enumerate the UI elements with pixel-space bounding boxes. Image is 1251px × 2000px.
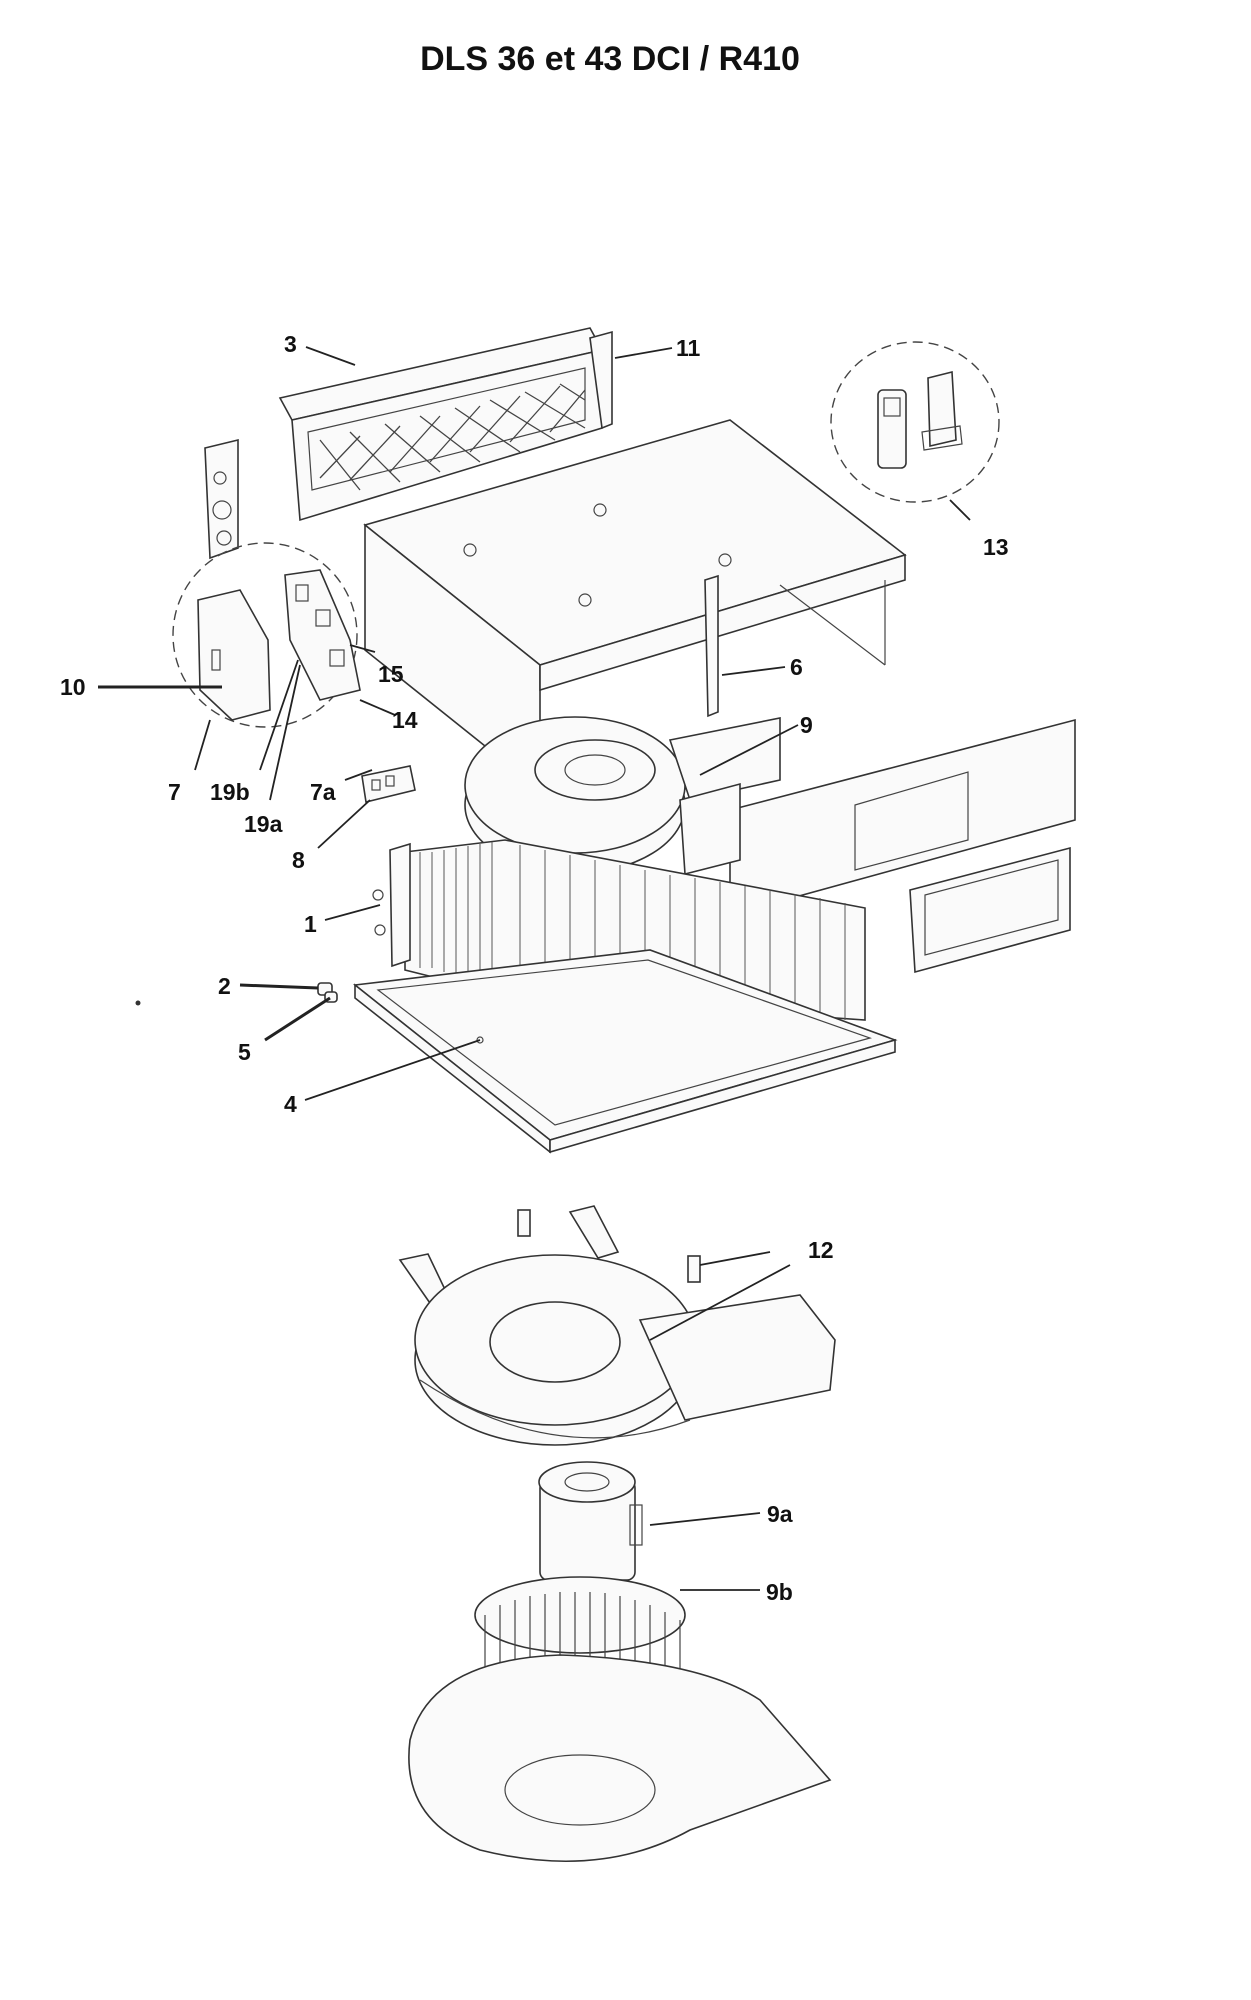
control-board — [284, 569, 361, 701]
label-7a: 7a — [310, 779, 336, 805]
label-2: 2 — [218, 973, 231, 999]
label-5: 5 — [238, 1039, 251, 1065]
label-3: 3 — [284, 331, 297, 357]
label-8: 8 — [292, 847, 305, 873]
drain-pan — [352, 949, 898, 1154]
label-19a: 19a — [244, 811, 283, 837]
return-air-frame — [909, 846, 1071, 974]
label-9b: 9b — [766, 1579, 793, 1605]
label-4: 4 — [284, 1091, 297, 1117]
label-10: 10 — [60, 674, 86, 700]
label-13: 13 — [983, 534, 1009, 560]
electrical-group-outline — [172, 542, 358, 728]
display-receiver — [361, 765, 416, 803]
label-12: 12 — [808, 1237, 834, 1263]
side-panel — [679, 718, 1076, 917]
air-filter-grille — [278, 327, 604, 522]
leader-lines — [98, 346, 971, 1591]
label-1: 1 — [304, 911, 317, 937]
control-box-cover — [197, 589, 271, 721]
label-6: 6 — [790, 654, 803, 680]
page-title: DLS 36 et 43 DCI / R410 — [420, 40, 800, 78]
blower-motor — [538, 1461, 643, 1581]
filter-frame — [589, 330, 613, 430]
lower-scroll-housing — [408, 1654, 832, 1862]
label-19b: 19b — [210, 779, 250, 805]
support-strap — [704, 574, 719, 718]
blower-housing — [464, 716, 781, 874]
upper-scroll-housing — [414, 1254, 836, 1446]
remote-holder — [921, 370, 963, 451]
cabinet-body — [363, 419, 907, 792]
remote-group-outline — [830, 341, 1000, 503]
label-9a: 9a — [767, 1501, 793, 1527]
stray-dot — [135, 1000, 141, 1006]
side-bracket-plate — [204, 438, 239, 560]
label-9: 9 — [800, 712, 813, 738]
label-11: 11 — [676, 335, 701, 361]
label-7: 7 — [168, 779, 181, 805]
label-14: 14 — [392, 707, 418, 733]
label-15: 15 — [378, 661, 404, 687]
remote-control — [877, 389, 907, 469]
